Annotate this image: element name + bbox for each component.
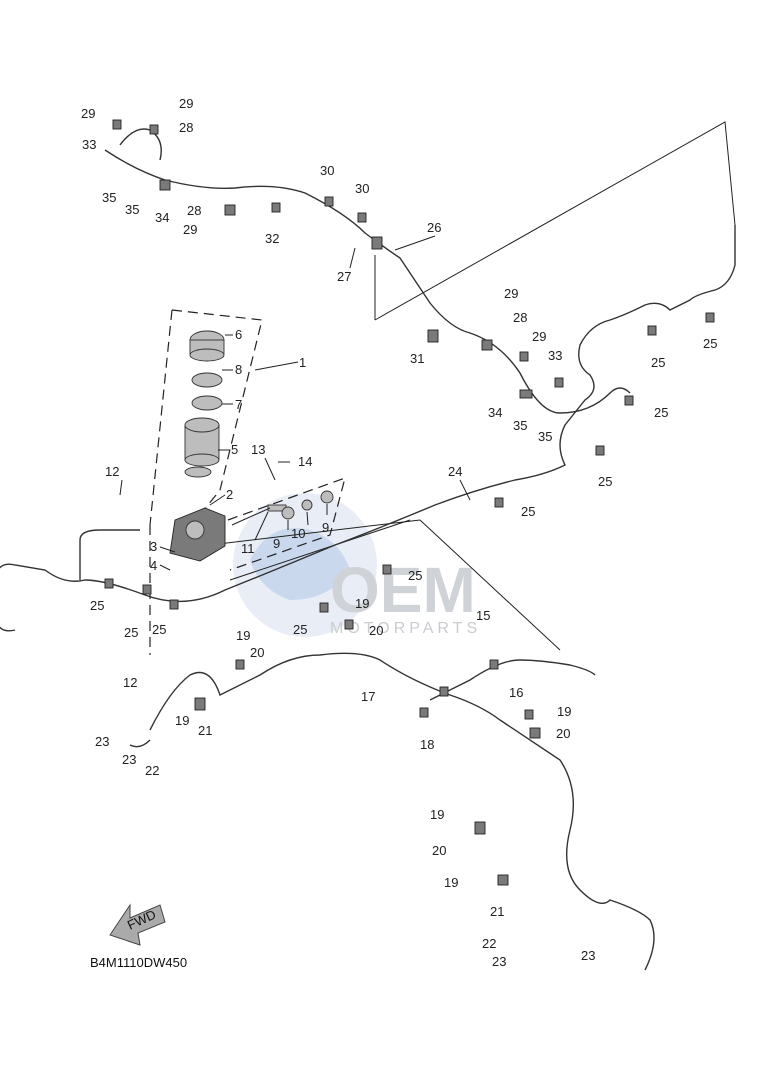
callout-34: 34 bbox=[488, 405, 502, 420]
callout-26: 26 bbox=[427, 220, 441, 235]
callout-25: 25 bbox=[408, 568, 422, 583]
fwd-arrow-icon: FWD bbox=[109, 903, 166, 946]
callout-20: 20 bbox=[432, 843, 446, 858]
callout-35: 35 bbox=[125, 202, 139, 217]
callout-11: 11 bbox=[241, 541, 255, 556]
callout-20: 20 bbox=[369, 623, 383, 638]
callout-27: 27 bbox=[337, 269, 351, 284]
callout-29: 29 bbox=[183, 222, 197, 237]
callout-23: 23 bbox=[122, 752, 136, 767]
callout-21: 21 bbox=[490, 904, 504, 919]
callout-25: 25 bbox=[293, 622, 307, 637]
callout-35: 35 bbox=[102, 190, 116, 205]
callout-25: 25 bbox=[521, 504, 535, 519]
callout-35: 35 bbox=[538, 429, 552, 444]
callout-16: 16 bbox=[509, 685, 523, 700]
reference-lines bbox=[209, 121, 736, 651]
callout-19: 19 bbox=[355, 596, 369, 611]
callout-25: 25 bbox=[654, 405, 668, 420]
callout-30: 30 bbox=[320, 163, 334, 178]
callout-23: 23 bbox=[492, 954, 506, 969]
callout-6: 6 bbox=[235, 327, 242, 342]
reservoir-parts bbox=[184, 330, 225, 478]
callout-18: 18 bbox=[420, 737, 434, 752]
callout-23: 23 bbox=[581, 948, 595, 963]
front-brake-hose bbox=[129, 652, 655, 971]
callout-8: 8 bbox=[235, 362, 242, 377]
diagram-code: B4M1110DW450 bbox=[90, 955, 187, 970]
callout-labels: 1 2 3 4 5 6 7 8 9 9 10 11 12 12 13 14 15… bbox=[81, 96, 717, 969]
callout-4: 4 bbox=[150, 558, 157, 573]
callout-22: 22 bbox=[482, 936, 496, 951]
callout-5: 5 bbox=[231, 442, 238, 457]
callout-21: 21 bbox=[198, 723, 212, 738]
watermark: OEM MOTORPARTS bbox=[233, 493, 481, 637]
callout-35: 35 bbox=[513, 418, 527, 433]
callout-22: 22 bbox=[145, 763, 159, 778]
callout-33: 33 bbox=[548, 348, 562, 363]
callout-24: 24 bbox=[448, 464, 462, 479]
callout-28: 28 bbox=[513, 310, 527, 325]
callout-7: 7 bbox=[235, 397, 242, 412]
callout-25: 25 bbox=[703, 336, 717, 351]
upper-brake-hose bbox=[104, 128, 631, 414]
callout-12: 12 bbox=[105, 464, 119, 479]
callout-13: 13 bbox=[251, 442, 265, 457]
callout-19: 19 bbox=[557, 704, 571, 719]
callout-25: 25 bbox=[651, 355, 665, 370]
callout-9: 9 bbox=[322, 520, 329, 535]
callout-23: 23 bbox=[95, 734, 109, 749]
callout-19: 19 bbox=[444, 875, 458, 890]
callout-34: 34 bbox=[155, 210, 169, 225]
callout-28: 28 bbox=[179, 120, 193, 135]
callout-31: 31 bbox=[410, 351, 424, 366]
callout-25: 25 bbox=[598, 474, 612, 489]
callout-14: 14 bbox=[298, 454, 312, 469]
callout-10: 10 bbox=[291, 526, 305, 541]
callout-12: 12 bbox=[123, 675, 137, 690]
clips bbox=[104, 119, 715, 886]
master-cylinder-body bbox=[169, 490, 334, 562]
callout-29: 29 bbox=[504, 286, 518, 301]
callout-20: 20 bbox=[250, 645, 264, 660]
callout-25: 25 bbox=[152, 622, 166, 637]
callout-33: 33 bbox=[82, 137, 96, 152]
callout-17: 17 bbox=[361, 689, 375, 704]
callout-19: 19 bbox=[430, 807, 444, 822]
callout-20: 20 bbox=[556, 726, 570, 741]
callout-19: 19 bbox=[236, 628, 250, 643]
callout-9: 9 bbox=[273, 536, 280, 551]
callout-28: 28 bbox=[187, 203, 201, 218]
callout-25: 25 bbox=[124, 625, 138, 640]
watermark-main: OEM bbox=[330, 554, 476, 626]
watermark-sub: MOTORPARTS bbox=[330, 620, 481, 637]
callout-25: 25 bbox=[90, 598, 104, 613]
callout-29: 29 bbox=[532, 329, 546, 344]
callout-15: 15 bbox=[476, 608, 490, 623]
callout-32: 32 bbox=[265, 231, 279, 246]
callout-1: 1 bbox=[299, 355, 306, 370]
brake-line-24 bbox=[0, 225, 736, 632]
callout-29: 29 bbox=[179, 96, 193, 111]
callout-30: 30 bbox=[355, 181, 369, 196]
callout-29: 29 bbox=[81, 106, 95, 121]
callout-2: 2 bbox=[226, 487, 233, 502]
leader-lines bbox=[119, 235, 471, 571]
callout-3: 3 bbox=[150, 539, 157, 554]
callout-19: 19 bbox=[175, 713, 189, 728]
